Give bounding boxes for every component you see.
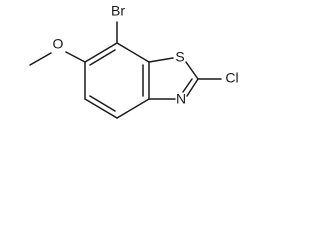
bond-o-ch3 bbox=[29, 52, 52, 66]
bond-c2-n-inner bbox=[182, 78, 193, 93]
atom-label-cl: Cl bbox=[225, 70, 238, 86]
bond-c2-n bbox=[186, 78, 199, 97]
bond-c4-c5-inner bbox=[89, 95, 116, 112]
bond-c3a-c4 bbox=[116, 98, 150, 119]
structure-diagram: Br O S Cl N bbox=[29, 3, 239, 119]
bond-c6-c7 bbox=[84, 42, 118, 63]
bond-s-c2 bbox=[185, 61, 199, 80]
bond-c7-c7a bbox=[116, 42, 150, 63]
atom-label-o: O bbox=[53, 36, 64, 52]
bond-c7a-s bbox=[148, 57, 174, 63]
bond-c4-c5 bbox=[84, 98, 118, 119]
bond-c6-o bbox=[65, 51, 86, 63]
atom-label-n: N bbox=[176, 91, 186, 107]
atom-label-br: Br bbox=[111, 3, 125, 19]
atom-label-s: S bbox=[175, 49, 184, 65]
bond-c6-c7-inner bbox=[89, 49, 116, 66]
